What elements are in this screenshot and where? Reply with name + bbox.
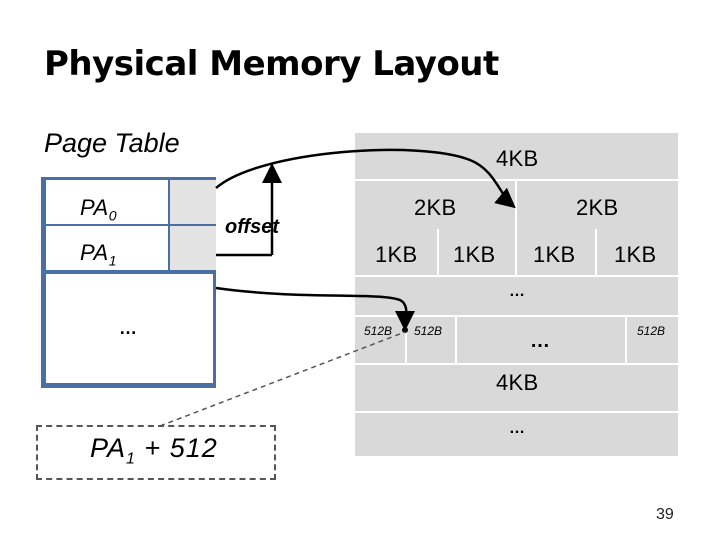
mem-mid-ellipsis: …	[530, 330, 550, 352]
mem-divider-2	[355, 275, 678, 277]
mem-second-4kb-label: 4KB	[496, 370, 539, 395]
page-table-divider	[46, 272, 216, 274]
mem-512b-label-1: 512B	[364, 324, 393, 338]
mem-512-split-2	[455, 315, 457, 363]
mem-1kb-label-2: 1KB	[453, 242, 496, 267]
offset-label: offset	[225, 216, 280, 238]
pa1-label: PA1	[80, 240, 118, 269]
mem-top-4kb-label: 4KB	[496, 146, 539, 171]
mem-divider-3	[355, 315, 678, 317]
mem-1kb-label-4: 1KB	[614, 242, 657, 267]
page-table-cell-0	[168, 180, 216, 226]
mem-divider-5	[355, 411, 678, 413]
mem-bottom-ellipsis: …	[509, 420, 525, 437]
mem-512-split-1	[405, 315, 407, 363]
address-box	[36, 425, 276, 480]
mem-512b-label-3: 512B	[637, 324, 666, 338]
mem-divider-4	[355, 363, 678, 365]
mem-quarter-split-3	[595, 229, 597, 275]
pa1-arrow	[215, 286, 416, 331]
pa0-label: PA0	[80, 195, 118, 224]
mem-512-split-3	[625, 315, 627, 363]
mem-1kb-label-3: 1KB	[533, 242, 576, 267]
page-table-title: Page Table	[44, 128, 180, 158]
mem-512b-label-2: 512B	[414, 324, 443, 338]
mem-2kb-left-label: 2KB	[414, 195, 457, 220]
pa0-arrow	[215, 148, 516, 209]
mem-2kb-right-label: 2KB	[576, 195, 619, 220]
mem-quarter-split-1	[437, 229, 439, 275]
page-table-cell-1	[168, 226, 216, 272]
page-table	[41, 177, 216, 388]
address-leader-line	[159, 331, 406, 427]
physical-memory-block	[355, 133, 678, 456]
mem-quarter-split-2	[515, 229, 517, 275]
mem-1kb-label-1: 1KB	[375, 242, 418, 267]
mem-half-split	[515, 179, 517, 229]
slide-page-number: 39	[656, 506, 674, 523]
address-expression: PA1 + 512	[90, 433, 218, 468]
pa1-target-dot	[402, 327, 408, 333]
slide-title: Physical Memory Layout	[44, 44, 499, 84]
page-table-ellipsis: …	[119, 318, 137, 338]
page-table-row-1	[46, 226, 168, 272]
mem-row-ellipsis: …	[509, 283, 525, 300]
page-table-row-0	[46, 180, 168, 226]
